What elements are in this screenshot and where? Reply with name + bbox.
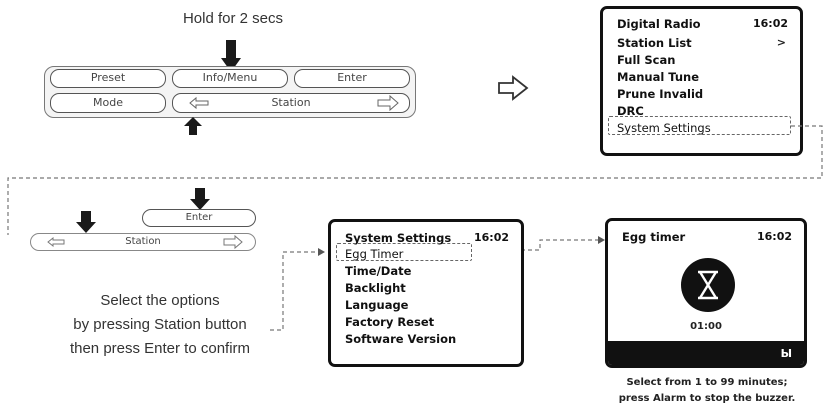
note-line-1: Select from 1 to 99 minutes; <box>626 377 788 388</box>
menu-item-station-list[interactable]: Station List <box>617 36 692 50</box>
menu-item-prune-invalid[interactable]: Prune Invalid <box>617 87 704 101</box>
menu-item-egg-timer[interactable]: Egg Timer <box>345 247 404 261</box>
down-arrow-icon <box>190 188 210 210</box>
screen-time: 16:02 <box>756 230 792 243</box>
menu-item-backlight[interactable]: Backlight <box>345 281 406 295</box>
enter-button[interactable]: Enter <box>294 69 410 88</box>
system-settings-screen: System Settings 16:02 Egg Timer Time/Dat… <box>328 219 524 367</box>
screen-title: Digital Radio <box>617 17 701 31</box>
menu-item-manual-tune[interactable]: Manual Tune <box>617 70 700 84</box>
menu-item-time-date[interactable]: Time/Date <box>345 264 412 278</box>
instruction-line-1: Select the options <box>100 292 220 309</box>
submenu-arrow-icon: > <box>776 36 786 49</box>
station-right-icon <box>377 94 399 112</box>
down-arrow-icon <box>76 211 96 233</box>
down-arrow-icon <box>221 40 241 72</box>
menu-item-drc[interactable]: DRC <box>617 104 644 118</box>
menu-item-factory-reset[interactable]: Factory Reset <box>345 315 435 329</box>
instruction-line-3: then press Enter to confirm <box>69 340 251 357</box>
menu-item-full-scan[interactable]: Full Scan <box>617 53 676 67</box>
selection-highlight <box>336 243 472 261</box>
station-left-icon <box>189 96 209 110</box>
screen-footer-bar <box>608 341 804 365</box>
enter-button[interactable]: Enter <box>142 209 256 227</box>
station-button[interactable]: Station <box>172 93 410 113</box>
menu-item-software-version[interactable]: Software Version <box>345 332 457 346</box>
station-button[interactable]: Station <box>30 233 256 251</box>
countdown-display: 01:00 <box>690 321 722 332</box>
egg-timer-screen: Egg timer 16:02 01:00 Ы <box>605 218 807 368</box>
mode-button[interactable]: Mode <box>50 93 166 113</box>
station-right-icon <box>223 234 243 250</box>
footer-label: Ы <box>780 347 792 360</box>
hold-caption: Hold for 2 secs <box>182 10 284 27</box>
preset-button[interactable]: Preset <box>50 69 166 88</box>
screen-title: Egg timer <box>622 230 686 244</box>
station-label: Station <box>271 96 311 109</box>
instruction-line-2: by pressing Station button <box>73 316 247 333</box>
screen-time: 16:02 <box>473 231 509 244</box>
hourglass-icon <box>681 258 735 312</box>
next-arrow-icon <box>498 75 529 101</box>
screen-title: System Settings <box>345 231 452 245</box>
info-menu-button[interactable]: Info/Menu <box>172 69 288 88</box>
station-label: Station <box>125 236 161 247</box>
menu-item-language[interactable]: Language <box>345 298 409 312</box>
screen-time: 16:02 <box>752 17 788 30</box>
station-left-icon <box>47 236 65 248</box>
note-line-2: press Alarm to stop the buzzer. <box>618 393 796 404</box>
selection-highlight <box>608 116 791 135</box>
up-arrow-icon <box>184 117 202 135</box>
